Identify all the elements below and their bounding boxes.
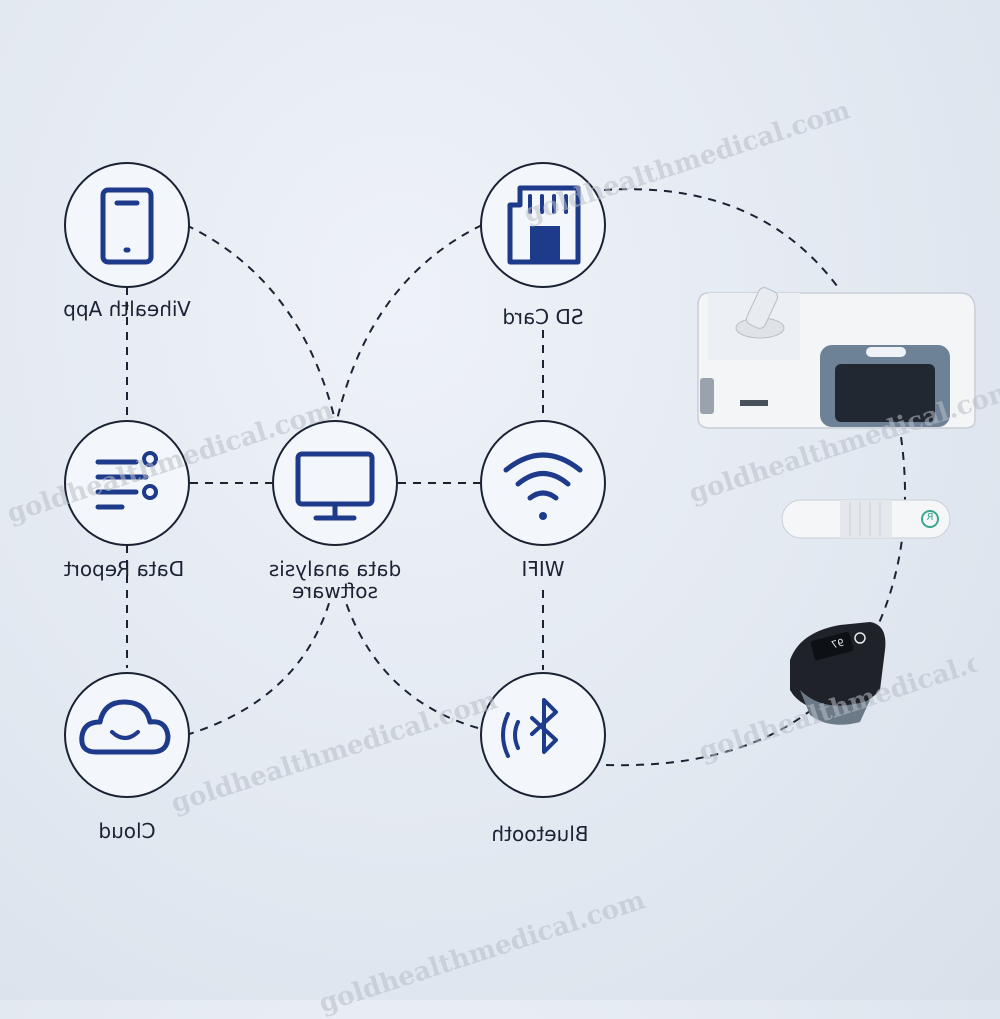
connector-cloud-software	[185, 599, 331, 736]
monitor-icon	[295, 451, 375, 521]
label-cloud: Cloud	[98, 819, 156, 843]
cloud-icon	[79, 699, 171, 755]
sd-card-icon	[507, 185, 581, 265]
connector-bluetooth-software	[344, 599, 479, 729]
bluetooth-icon	[501, 698, 558, 758]
node-data-report	[64, 420, 190, 546]
data-report-icon	[95, 451, 158, 510]
connector-app-software	[185, 224, 336, 421]
node-vihealth-app	[64, 162, 190, 288]
sensor-strap-image	[781, 499, 951, 539]
node-data-analysis-software	[272, 420, 398, 546]
connector-sd-device	[603, 188, 841, 291]
label-wifi: WIFI	[521, 557, 565, 581]
label-vihealth-app: Vihealth App	[63, 297, 191, 321]
label-data-analysis: data analysis	[268, 557, 402, 581]
node-cloud	[64, 672, 190, 798]
phone-icon	[100, 187, 154, 265]
connector-sd-software	[336, 224, 483, 421]
label-software: software	[292, 579, 378, 603]
cpap-device-image	[697, 287, 976, 429]
label-bluetooth: Bluetooth	[491, 822, 589, 846]
sensor-badge: R	[926, 512, 934, 523]
label-data-report: Data Report	[63, 557, 185, 581]
wifi-icon	[503, 452, 583, 520]
label-sd-card: SD Card	[502, 305, 584, 329]
node-wifi	[480, 420, 606, 546]
oximeter-image	[790, 622, 886, 725]
